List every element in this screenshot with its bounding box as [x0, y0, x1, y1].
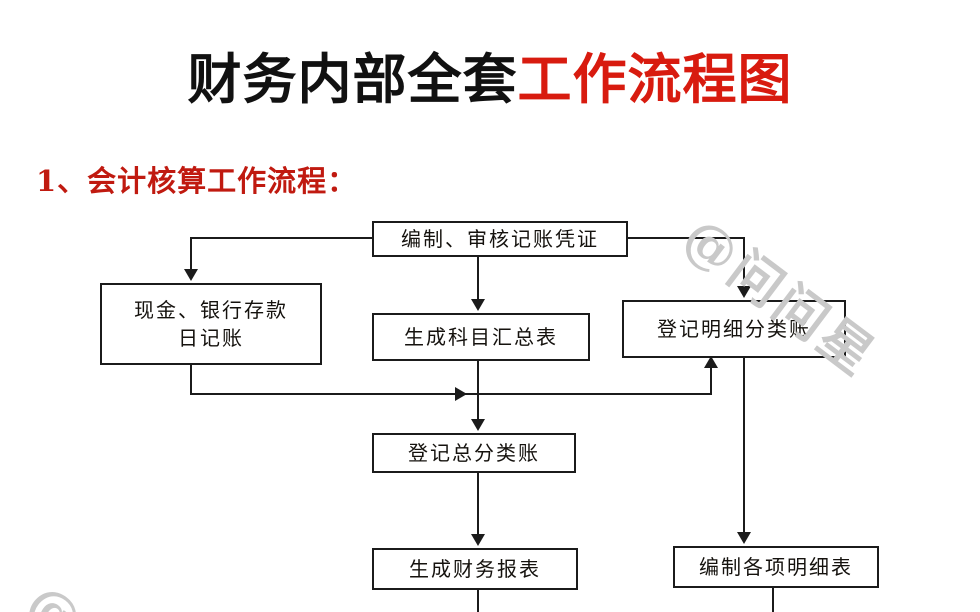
edge-n1-n4-vertical [743, 237, 745, 289]
edge-n1-n4-horizontal [627, 237, 745, 239]
node-label-line2: 日记账 [178, 326, 244, 350]
edge-n6-offpage [477, 590, 479, 612]
edge-n2-down-vertical [190, 365, 192, 395]
edge-n3-n5-vertical [477, 361, 479, 421]
node-generate-account-summary[interactable]: 生成科目汇总表 [372, 313, 590, 361]
edge-n2-n4-vertical [710, 366, 712, 395]
page-title-red-part: 工作流程图 [517, 47, 793, 111]
edge-n5-n6-vertical [477, 473, 479, 536]
arrowhead-n3-n5 [471, 419, 485, 431]
node-label: 登记总分类账 [408, 440, 540, 465]
node-label: 登记明细分类账 [657, 316, 811, 341]
edge-n2-horizontal [190, 393, 712, 395]
page-title-black-part: 财务内部全套 [187, 47, 518, 111]
node-label: 编制各项明细表 [699, 554, 853, 579]
edge-n7-offpage [772, 588, 774, 612]
node-label: 编制、审核记账凭证 [401, 226, 599, 251]
arrowhead-n5-n6 [471, 534, 485, 546]
node-generate-financial-statements[interactable]: 生成财务报表 [372, 548, 578, 590]
arrowhead-n2-to-trunk [455, 387, 467, 401]
node-label: 生成科目汇总表 [404, 324, 558, 349]
arrowhead-n1-n4 [737, 286, 751, 298]
arrowhead-n2-n4 [704, 356, 718, 368]
node-label-line1: 现金、银行存款 [134, 298, 288, 322]
page-title: 财务内部全套工作流程图 [0, 47, 980, 112]
edge-n1-n3-vertical [477, 257, 479, 301]
node-label: 生成财务报表 [409, 556, 541, 581]
arrowhead-n1-n3 [471, 299, 485, 311]
arrowhead-n1-n2 [184, 269, 198, 281]
node-register-subsidiary-ledger[interactable]: 登记明细分类账 [622, 300, 846, 358]
edge-n4-n7-vertical [743, 358, 745, 534]
edge-n1-n2-vertical [190, 237, 192, 271]
arrowhead-n4-n7 [737, 532, 751, 544]
section-heading: 1、会计核算工作流程： [36, 164, 358, 198]
node-register-general-ledger[interactable]: 登记总分类账 [372, 433, 576, 473]
edge-n1-n2-horizontal [190, 237, 374, 239]
node-prepare-review-voucher[interactable]: 编制、审核记账凭证 [372, 221, 628, 257]
node-cash-bank-journal[interactable]: 现金、银行存款 日记账 [100, 283, 322, 365]
node-prepare-detail-schedules[interactable]: 编制各项明细表 [673, 546, 879, 588]
